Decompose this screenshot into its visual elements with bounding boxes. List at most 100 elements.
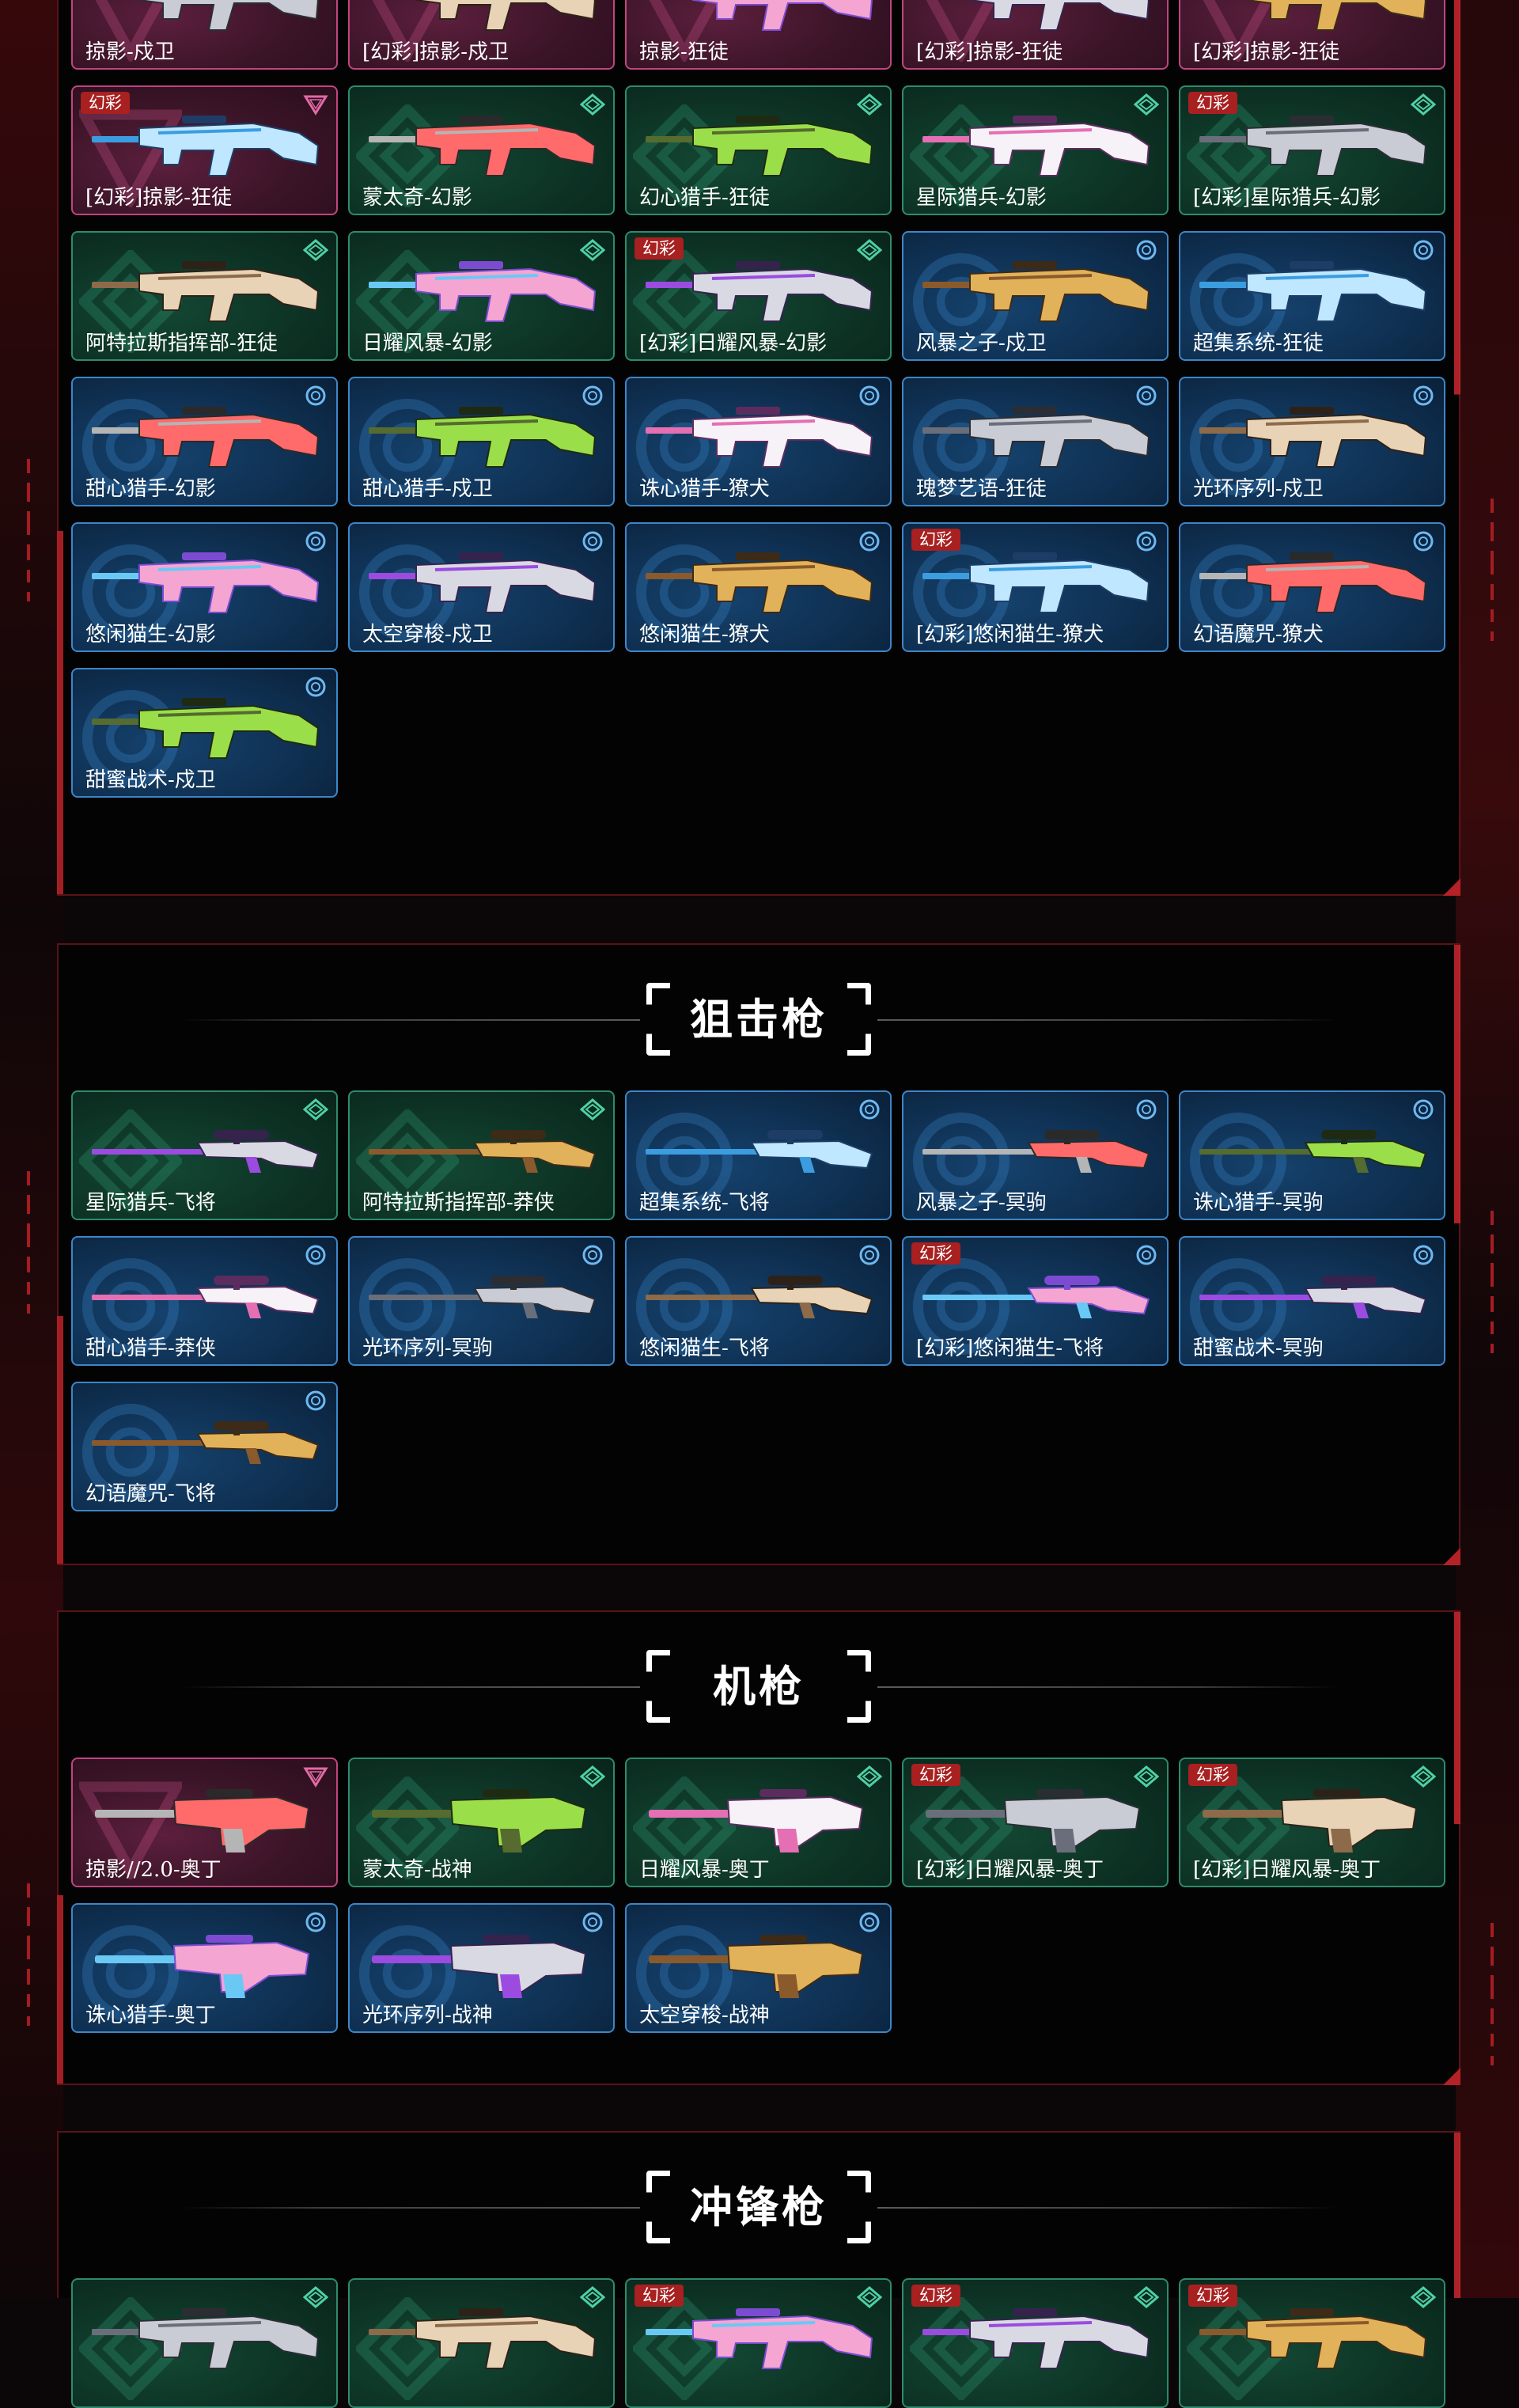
skin-card[interactable]: 日耀风暴-奥丁 — [625, 1758, 892, 1887]
skin-card[interactable]: 风暴之子-冥驹 — [902, 1090, 1169, 1220]
skin-name: 掠影-狂徒 — [639, 40, 729, 64]
section-title: 狙击枪 — [690, 994, 828, 1045]
skin-card[interactable]: 悠闲猫生-幻影 — [71, 522, 338, 652]
skin-card[interactable]: 光环序列-戍卫 — [1179, 377, 1445, 506]
skin-card[interactable]: 幻语魔咒-獠犬 — [1179, 522, 1445, 652]
exclusive-tier-icon — [857, 2286, 882, 2308]
weapon-skin-image — [92, 1276, 320, 1318]
skin-card[interactable]: 甜蜜战术-冥驹 — [1179, 1236, 1445, 1366]
weapon-skin-image — [646, 261, 873, 322]
weapon-skin-image — [92, 1130, 320, 1173]
weapon-skin-image — [922, 1130, 1150, 1173]
skin-card[interactable]: 幻彩 [幻彩]悠闲猫生-獠犬 — [902, 522, 1169, 652]
deluxe-tier-icon — [305, 1390, 326, 1411]
deluxe-tier-icon — [305, 1245, 326, 1265]
skin-card[interactable]: 风暴之子-戍卫 — [902, 231, 1169, 361]
weapon-skin-image — [1199, 116, 1427, 176]
weapon-skin-image — [372, 1935, 587, 1998]
tier-emblem-background — [926, 0, 997, 62]
skin-card[interactable]: 星际猎兵-幻影 — [902, 85, 1169, 215]
panel-corner-notch — [1443, 2068, 1460, 2085]
skin-card[interactable]: 甜蜜战术-戍卫 — [71, 668, 338, 798]
exclusive-tier-icon — [857, 93, 882, 116]
skin-card[interactable]: 太空穿梭-戍卫 — [348, 522, 615, 652]
weapon-skin-image — [1203, 1789, 1418, 1852]
exclusive-tier-icon — [303, 239, 328, 261]
deluxe-tier-icon — [859, 531, 880, 552]
skin-card[interactable]: 幻心猎手-狂徒 — [625, 85, 892, 215]
skin-card[interactable]: 幻彩[幻彩]掠影-狂徒 — [71, 85, 338, 215]
rifles-panel: 掠影-戍卫幻彩[幻彩]掠影-戍卫掠影-狂徒幻彩[幻彩]掠影-狂徒幻彩[幻彩]掠影… — [57, 0, 1460, 896]
skin-card[interactable]: 诛心猎手-奥丁 — [71, 1903, 338, 2033]
side-dashes-right-2 — [1491, 1211, 1495, 1363]
skin-card[interactable]: 蒙太奇-幻影 — [348, 85, 615, 215]
skin-name: [幻彩]悠闲猫生-飞将 — [916, 1337, 1104, 1360]
skin-card[interactable]: 瑰梦艺语-狂徒 — [902, 377, 1169, 506]
tier-emblem-background — [649, 0, 720, 62]
skin-name: 光环序列-冥驹 — [362, 1337, 493, 1360]
skin-card[interactable]: 光环序列-冥驹 — [348, 1236, 615, 1366]
skin-card[interactable]: 幻彩[幻彩]掠影-狂徒 — [902, 0, 1169, 70]
skin-card[interactable]: 超集系统-狂徒 — [1179, 231, 1445, 361]
skin-name: [幻彩]星际猎兵-幻影 — [1193, 186, 1381, 210]
skin-name: 超集系统-飞将 — [639, 1191, 770, 1215]
exclusive-tier-icon — [857, 239, 882, 261]
weapon-skin-image — [646, 1130, 873, 1173]
exclusive-tier-icon — [1134, 93, 1159, 116]
skin-card[interactable]: 光环序列-战神 — [348, 1903, 615, 2033]
weapon-skin-image — [95, 1789, 310, 1852]
smgs-panel: 冲锋枪 幻彩幻彩幻彩 — [57, 2131, 1460, 2408]
skin-name: 风暴之子-冥驹 — [916, 1191, 1047, 1215]
skin-card[interactable]: 超集系统-飞将 — [625, 1090, 892, 1220]
skin-card[interactable]: 星际猎兵-飞将 — [71, 1090, 338, 1220]
skin-card[interactable]: 甜心猎手-莽侠 — [71, 1236, 338, 1366]
skin-card[interactable]: 幻语魔咒-飞将 — [71, 1382, 338, 1511]
skin-card[interactable]: 阿特拉斯指挥部-莽侠 — [348, 1090, 615, 1220]
title-bracket-right — [847, 983, 871, 1056]
skin-name: 太空穿梭-戍卫 — [362, 623, 493, 647]
exclusive-tier-icon — [580, 93, 605, 116]
skin-card[interactable]: 悠闲猫生-獠犬 — [625, 522, 892, 652]
panel-corner-notch — [1443, 1548, 1460, 1565]
skin-card[interactable]: 幻彩[幻彩]星际猎兵-幻影 — [1179, 85, 1445, 215]
skin-card[interactable]: 幻彩[幻彩]日耀风暴-幻影 — [625, 231, 892, 361]
skin-card[interactable]: 阿特拉斯指挥部-狂徒 — [71, 231, 338, 361]
title-bracket-right — [847, 1650, 871, 1723]
skin-card[interactable]: 幻彩[幻彩]掠影-戍卫 — [348, 0, 615, 70]
skin-card[interactable]: 幻彩[幻彩]日耀风暴-奥丁 — [902, 1758, 1169, 1887]
deluxe-tier-icon — [1136, 531, 1157, 552]
skin-card[interactable]: 掠影-戍卫 — [71, 0, 338, 70]
weapon-skin-image — [372, 1789, 587, 1852]
skin-card[interactable]: 日耀风暴-幻影 — [348, 231, 615, 361]
skin-name: 超集系统-狂徒 — [1193, 332, 1324, 355]
skin-name: 日耀风暴-奥丁 — [639, 1858, 770, 1882]
skin-card[interactable]: 幻彩[幻彩]悠闲猫生-飞将 — [902, 1236, 1169, 1366]
skin-name: 甜心猎手-幻影 — [85, 477, 216, 501]
weapon-skin-image — [92, 698, 320, 759]
skin-name: 光环序列-战神 — [362, 2004, 493, 2027]
skin-card[interactable]: 诛心猎手-冥驹 — [1179, 1090, 1445, 1220]
skin-card[interactable]: 诛心猎手-獠犬 — [625, 377, 892, 506]
tier-emblem-background — [1189, 1112, 1287, 1210]
skin-card[interactable]: 太空穿梭-战神 — [625, 1903, 892, 2033]
skin-card[interactable]: 掠影//2.0-奥丁 — [71, 1758, 338, 1887]
chroma-badge: 幻彩 — [911, 529, 960, 551]
skin-card[interactable]: 甜心猎手-戍卫 — [348, 377, 615, 506]
title-bracket-left — [646, 1650, 670, 1723]
side-dashes-left-2 — [27, 1171, 32, 1323]
deluxe-tier-icon — [1136, 385, 1157, 406]
skin-name: 幻语魔咒-獠犬 — [1193, 623, 1324, 647]
skin-name: [幻彩]悠闲猫生-獠犬 — [916, 623, 1104, 647]
weapon-skin-image — [1199, 2308, 1427, 2369]
deluxe-tier-icon — [859, 1912, 880, 1932]
skin-card[interactable]: 幻彩[幻彩]掠影-狂徒 — [1179, 0, 1445, 70]
skin-card[interactable]: 悠闲猫生-飞将 — [625, 1236, 892, 1366]
skin-card[interactable]: 蒙太奇-战神 — [348, 1758, 615, 1887]
skin-name: 太空穿梭-战神 — [639, 2004, 770, 2027]
skin-card[interactable]: 甜心猎手-幻影 — [71, 377, 338, 506]
skin-card[interactable]: 掠影-狂徒 — [625, 0, 892, 70]
title-divider-left — [181, 2207, 640, 2209]
tier-emblem-background — [81, 1403, 180, 1501]
skin-card[interactable]: 幻彩[幻彩]日耀风暴-奥丁 — [1179, 1758, 1445, 1887]
weapon-skin-image — [922, 261, 1150, 322]
